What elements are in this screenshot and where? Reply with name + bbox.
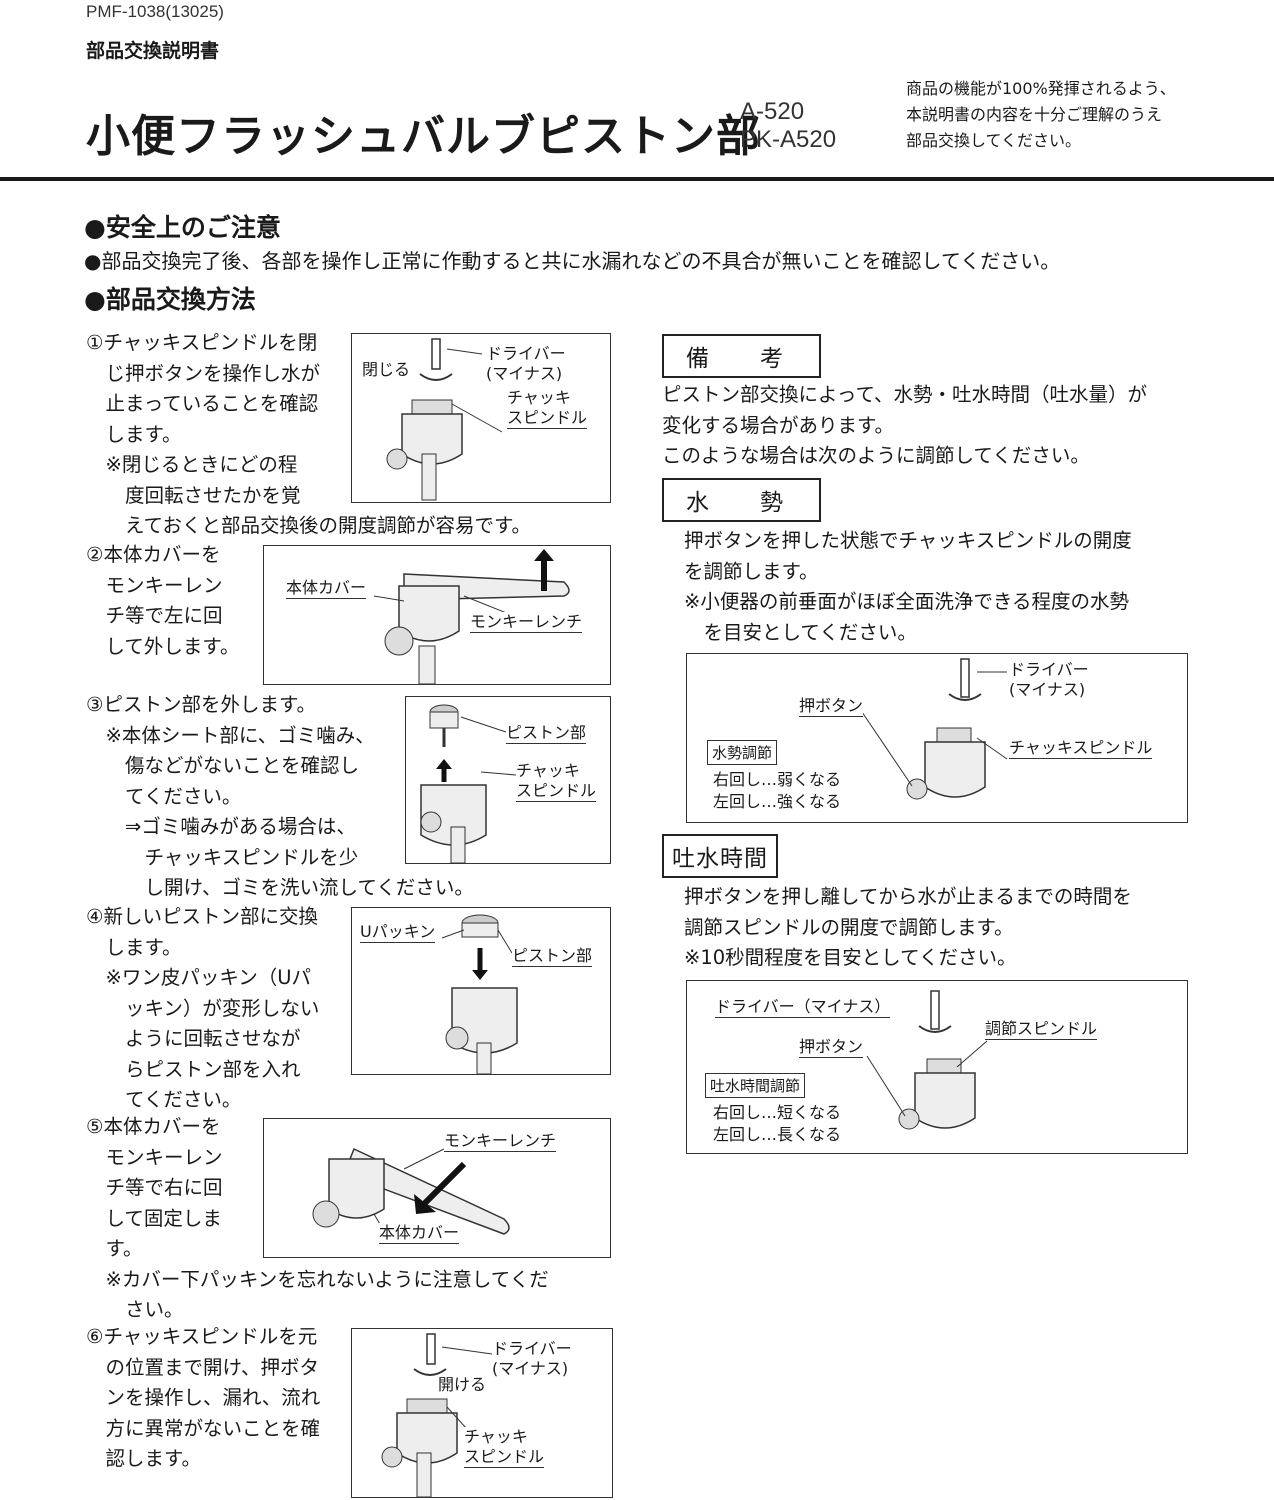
model-number-1: A-520 bbox=[740, 98, 805, 125]
wrench-label: モンキーレンチ bbox=[444, 1131, 557, 1152]
step-2-figure: 本体カバー モンキーレンチ bbox=[263, 545, 611, 685]
push-button-label: 押ボタン bbox=[799, 1037, 864, 1058]
check-spindle-label: チャッキ スピンドル bbox=[464, 1427, 545, 1468]
adjust-spindle-label: 調節スピンドル bbox=[985, 1019, 1098, 1040]
step-1-text: ①チャッキスピンドルを閉 じ押ボタンを操作し水が 止まっていることを確認 します… bbox=[86, 331, 531, 537]
water-force-setting-title: 水勢調節 bbox=[707, 740, 778, 765]
step-1-figure: 閉じる ドライバー (マイナス) チャッキ スピンドル bbox=[351, 333, 611, 503]
body-cover-label: 本体カバー bbox=[286, 578, 367, 599]
setting-line-1: 右回し…弱くなる bbox=[713, 770, 842, 790]
check-spindle-label: チャッキスピンドル bbox=[1009, 738, 1153, 759]
water-force-figure: ドライバー (マイナス) 押ボタン チャッキスピンドル 水勢調節 右回し…弱くな… bbox=[686, 653, 1188, 823]
piston-label: ピストン部 bbox=[512, 946, 593, 967]
notes-text: ピストン部交換によって、水勢・吐水時間（吐水量）が 変化する場合があります。 こ… bbox=[662, 383, 1147, 467]
step-3-text: ③ピストン部を外します。 ※本体シート部に、ゴミ噛み、 傷などがないことを確認し… bbox=[86, 693, 474, 899]
safety-heading: ●安全上のご注意 bbox=[84, 213, 281, 242]
check-spindle-label: チャッキ スピンドル bbox=[507, 388, 588, 429]
discharge-time-figure: ドライバー（マイナス） 調節スピンドル 押ボタン 吐水時間調節 右回し…短くなる… bbox=[686, 980, 1188, 1154]
safety-text: ●部品交換完了後、各部を操作し正常に作動すると共に水漏れなどの不具合が無いことを… bbox=[84, 249, 1061, 273]
method-heading: ●部品交換方法 bbox=[84, 285, 256, 314]
valve-illustration bbox=[386, 338, 503, 501]
u-packing-label: Uパッキン bbox=[360, 922, 436, 943]
water-force-illustration bbox=[861, 658, 1008, 800]
driver-label: ドライバー（マイナス） bbox=[715, 997, 891, 1018]
header-note: 商品の機能が100%発揮されるよう、 本説明書の内容を十分ご理解のうえ 部品交換… bbox=[906, 79, 1176, 150]
discharge-time-text: 押ボタンを押し離してから水が止まるまでの時間を 調節スピンドルの開度で調節します… bbox=[684, 885, 1132, 969]
discharge-time-setting-title: 吐水時間調節 bbox=[705, 1073, 806, 1098]
step-5-figure: モンキーレンチ 本体カバー bbox=[263, 1118, 611, 1258]
driver-label: ドライバー (マイナス) bbox=[1009, 660, 1089, 700]
piston-removal-illustration bbox=[420, 704, 517, 863]
document-code: PMF-1038(13025) bbox=[86, 2, 224, 21]
piston-label: ピストン部 bbox=[506, 723, 587, 744]
water-force-text: 押ボタンを押した状態でチャッキスピンドルの開度 を調節します。 ※小便器の前垂面… bbox=[684, 529, 1132, 644]
driver-label: ドライバー (マイナス) bbox=[486, 344, 566, 384]
notes-title: 備 考 bbox=[662, 334, 821, 378]
step-5-text: ⑤本体カバーを モンキーレン チ等で右に回 して固定しま す。 ※カバー下パッキ… bbox=[86, 1115, 549, 1321]
open-label: 開ける bbox=[438, 1375, 487, 1395]
model-number-2: PK-A520 bbox=[740, 126, 837, 153]
step-4-figure: Uパッキン ピストン部 bbox=[351, 907, 611, 1075]
step-2-text: ②本体カバーを モンキーレン チ等で左に回 して外します。 bbox=[86, 543, 240, 658]
body-cover-label: 本体カバー bbox=[379, 1223, 460, 1244]
check-spindle-label: チャッキ スピンドル bbox=[516, 761, 597, 802]
wrench-label: モンキーレンチ bbox=[470, 612, 583, 633]
document-type: 部品交換説明書 bbox=[86, 40, 220, 62]
setting-line-2: 左回し…長くなる bbox=[713, 1125, 842, 1145]
discharge-time-title: 吐水時間 bbox=[662, 834, 778, 878]
discharge-time-illustration bbox=[866, 990, 988, 1130]
wrench-fix-illustration bbox=[312, 1147, 510, 1235]
valve-open-illustration bbox=[381, 1333, 493, 1497]
setting-line-1: 右回し…短くなる bbox=[713, 1103, 842, 1123]
setting-line-2: 左回し…強くなる bbox=[713, 792, 842, 812]
close-label: 閉じる bbox=[362, 360, 411, 380]
push-button-label: 押ボタン bbox=[799, 696, 864, 717]
water-force-title: 水 勢 bbox=[662, 478, 821, 522]
header-divider bbox=[0, 177, 1274, 181]
step-6-text: ⑥チャッキスピンドルを元 の位置まで開け、押ボタ ンを操作し、漏れ、流れ 方に異… bbox=[86, 1325, 321, 1470]
driver-label: ドライバー (マイナス) bbox=[492, 1339, 572, 1379]
step-3-figure: ピストン部 チャッキ スピンドル bbox=[405, 696, 611, 864]
page-title: 小便フラッシュバルブピストン部 bbox=[86, 111, 761, 162]
piston-install-illustration bbox=[441, 914, 518, 1074]
wrench-removal-illustration bbox=[373, 549, 570, 684]
step-6-figure: ドライバー (マイナス) 開ける チャッキ スピンドル bbox=[351, 1328, 613, 1498]
step-4-text: ④新しいピストン部に交換 します。 ※ワン皮パッキン（Uパ ッキン）が変形しない… bbox=[86, 905, 320, 1111]
